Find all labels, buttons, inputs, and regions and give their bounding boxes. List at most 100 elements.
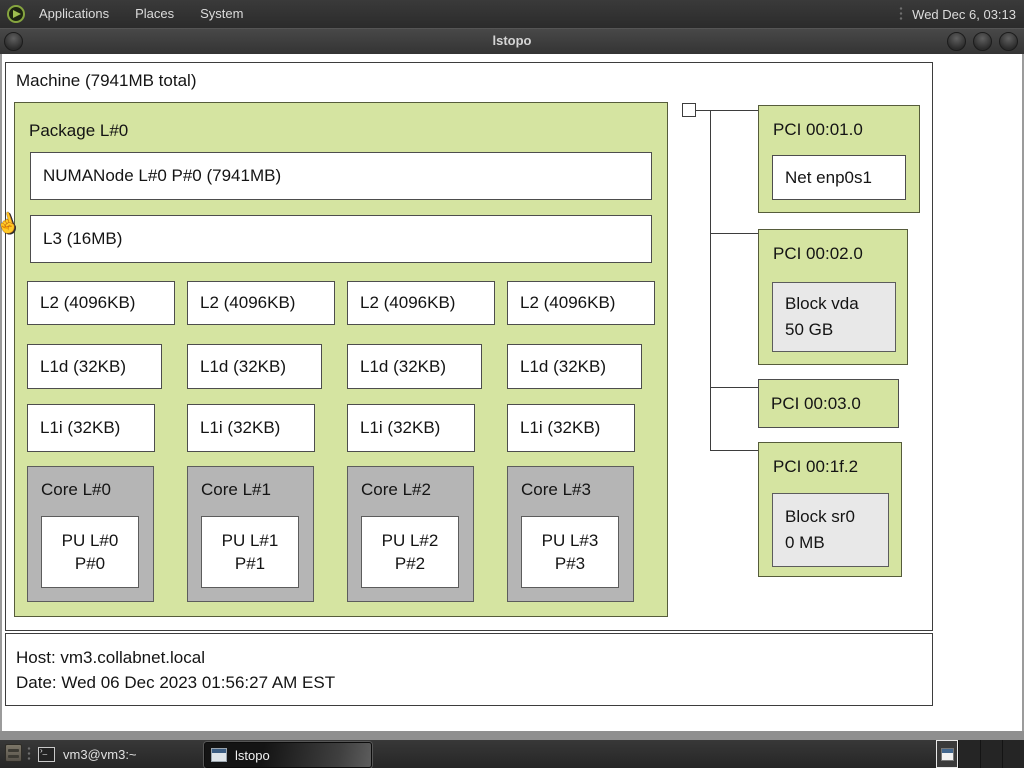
menubar: Applications Places System Wed Dec 6, 03… xyxy=(0,0,1024,28)
block-device-label: Block sr0 xyxy=(785,507,855,526)
block-device-box: Block sr0 0 MB xyxy=(772,493,889,567)
numanode-label: NUMANode L#0 P#0 (7941MB) xyxy=(43,166,282,185)
maximize-button[interactable] xyxy=(973,32,992,51)
pci-box: PCI 00:03.0 xyxy=(758,379,899,428)
l2-label: L2 (4096KB) xyxy=(200,293,296,312)
l2-label: L2 (4096KB) xyxy=(360,293,456,312)
menu-applications[interactable]: Applications xyxy=(39,6,110,21)
pci-label: PCI 00:01.0 xyxy=(773,120,863,139)
window-title: lstopo xyxy=(492,33,532,48)
pu-box: PU L#1 P#1 xyxy=(201,516,299,588)
machine-label: Machine (7941MB total) xyxy=(16,71,197,90)
terminal-icon xyxy=(38,746,55,762)
pu-box: PU L#2 P#2 xyxy=(361,516,459,588)
block-device-size: 0 MB xyxy=(785,533,825,552)
menu-places[interactable]: Places xyxy=(135,6,175,21)
l2-cache-box: L2 (4096KB) xyxy=(347,281,495,325)
l1i-label: L1i (32KB) xyxy=(40,418,121,437)
workspace-switcher xyxy=(936,740,1024,768)
workspace-2[interactable] xyxy=(958,740,980,768)
clock[interactable]: Wed Dec 6, 03:13 xyxy=(912,6,1016,22)
numanode-box: NUMANode L#0 P#0 (7941MB) xyxy=(30,152,652,200)
legend-host: Host: vm3.collabnet.local xyxy=(16,648,205,667)
core-box: Core L#2 PU L#2 P#2 xyxy=(347,466,474,602)
panel-handle[interactable] xyxy=(899,6,904,22)
core-box: Core L#3 PU L#3 P#3 xyxy=(507,466,634,602)
pci-label: PCI 00:02.0 xyxy=(773,244,863,263)
pci-label: PCI 00:1f.2 xyxy=(773,457,859,476)
net-device-label: Net enp0s1 xyxy=(785,167,872,187)
l1i-label: L1i (32KB) xyxy=(200,418,281,437)
task-label: lstopo xyxy=(235,747,270,763)
file-drawer-icon[interactable] xyxy=(5,744,22,762)
pu-box: PU L#3 P#3 xyxy=(521,516,619,588)
task-button-terminal[interactable]: vm3@vm3:~ xyxy=(33,742,199,766)
package-label: Package L#0 xyxy=(29,121,129,140)
block-device-label: Block vda xyxy=(785,294,859,313)
block-device-box: Block vda 50 GB xyxy=(772,282,896,352)
close-button[interactable] xyxy=(999,32,1018,51)
pci-connector-line xyxy=(696,110,758,111)
l1i-label: L1i (32KB) xyxy=(360,418,441,437)
pci-trunk-line xyxy=(710,110,711,450)
window-icon xyxy=(211,748,227,762)
l1d-cache-box: L1d (32KB) xyxy=(507,344,642,389)
pci-box: PCI 00:01.0 Net enp0s1 xyxy=(758,105,920,213)
l1d-cache-box: L1d (32KB) xyxy=(347,344,482,389)
window-menu-button[interactable] xyxy=(4,32,23,51)
l2-cache-box: L2 (4096KB) xyxy=(187,281,335,325)
l1d-label: L1d (32KB) xyxy=(40,356,126,376)
l1d-label: L1d (32KB) xyxy=(520,356,606,376)
l1d-cache-box: L1d (32KB) xyxy=(187,344,322,389)
l1i-cache-box: L1i (32KB) xyxy=(347,404,475,452)
pu-label: PU L#3 xyxy=(541,531,599,550)
l1i-cache-box: L1i (32KB) xyxy=(27,404,155,452)
menu-system[interactable]: System xyxy=(200,6,244,21)
drawer-slot xyxy=(8,749,19,752)
tasklist-handle[interactable] xyxy=(27,746,31,762)
l1d-label: L1d (32KB) xyxy=(360,356,446,376)
pu-label: PU L#1 xyxy=(221,531,279,550)
pci-box: PCI 00:02.0 Block vda 50 GB xyxy=(758,229,908,365)
l2-label: L2 (4096KB) xyxy=(520,293,616,312)
l2-label: L2 (4096KB) xyxy=(40,293,136,312)
mini-window-icon xyxy=(941,748,954,761)
l1d-label: L1d (32KB) xyxy=(200,356,286,376)
block-device-size: 50 GB xyxy=(785,320,834,339)
window-titlebar[interactable]: lstopo xyxy=(0,28,1024,54)
l2-cache-box: L2 (4096KB) xyxy=(507,281,655,325)
task-button-lstopo[interactable]: lstopo xyxy=(204,742,372,768)
drawer-slot xyxy=(8,755,19,758)
pu-label: PU L#0 xyxy=(61,531,119,550)
pci-hub-square xyxy=(682,103,696,117)
l3-cache-box: L3 (16MB) xyxy=(30,215,652,263)
pu-p-label: P#1 xyxy=(234,554,266,573)
l1i-cache-box: L1i (32KB) xyxy=(187,404,315,452)
pu-p-label: P#3 xyxy=(554,554,586,573)
pu-label: PU L#2 xyxy=(381,531,439,550)
clock-area: Wed Dec 6, 03:13 xyxy=(899,6,1024,22)
window-right-edge xyxy=(1022,54,1024,731)
core-label: Core L#0 xyxy=(41,480,111,499)
workspace-4[interactable] xyxy=(1002,740,1024,768)
core-label: Core L#3 xyxy=(521,480,591,499)
pci-label: PCI 00:03.0 xyxy=(771,393,861,413)
core-box: Core L#0 PU L#0 P#0 xyxy=(27,466,154,602)
l1i-label: L1i (32KB) xyxy=(520,418,601,437)
legend-date: Date: Wed 06 Dec 2023 01:56:27 AM EST xyxy=(16,673,336,692)
machine-box xyxy=(5,62,933,631)
minimize-button[interactable] xyxy=(947,32,966,51)
l2-cache-box: L2 (4096KB) xyxy=(27,281,175,325)
legend-box xyxy=(5,633,933,706)
distro-logo-icon[interactable] xyxy=(7,5,25,23)
pci-box: PCI 00:1f.2 Block sr0 0 MB xyxy=(758,442,902,577)
pu-p-label: P#0 xyxy=(74,554,106,573)
workspace-3[interactable] xyxy=(980,740,1002,768)
l1d-cache-box: L1d (32KB) xyxy=(27,344,162,389)
pci-connector-line xyxy=(710,450,758,451)
window-left-edge xyxy=(0,54,2,731)
core-label: Core L#2 xyxy=(361,480,431,499)
pu-box: PU L#0 P#0 xyxy=(41,516,139,588)
workspace-1[interactable] xyxy=(936,740,958,768)
